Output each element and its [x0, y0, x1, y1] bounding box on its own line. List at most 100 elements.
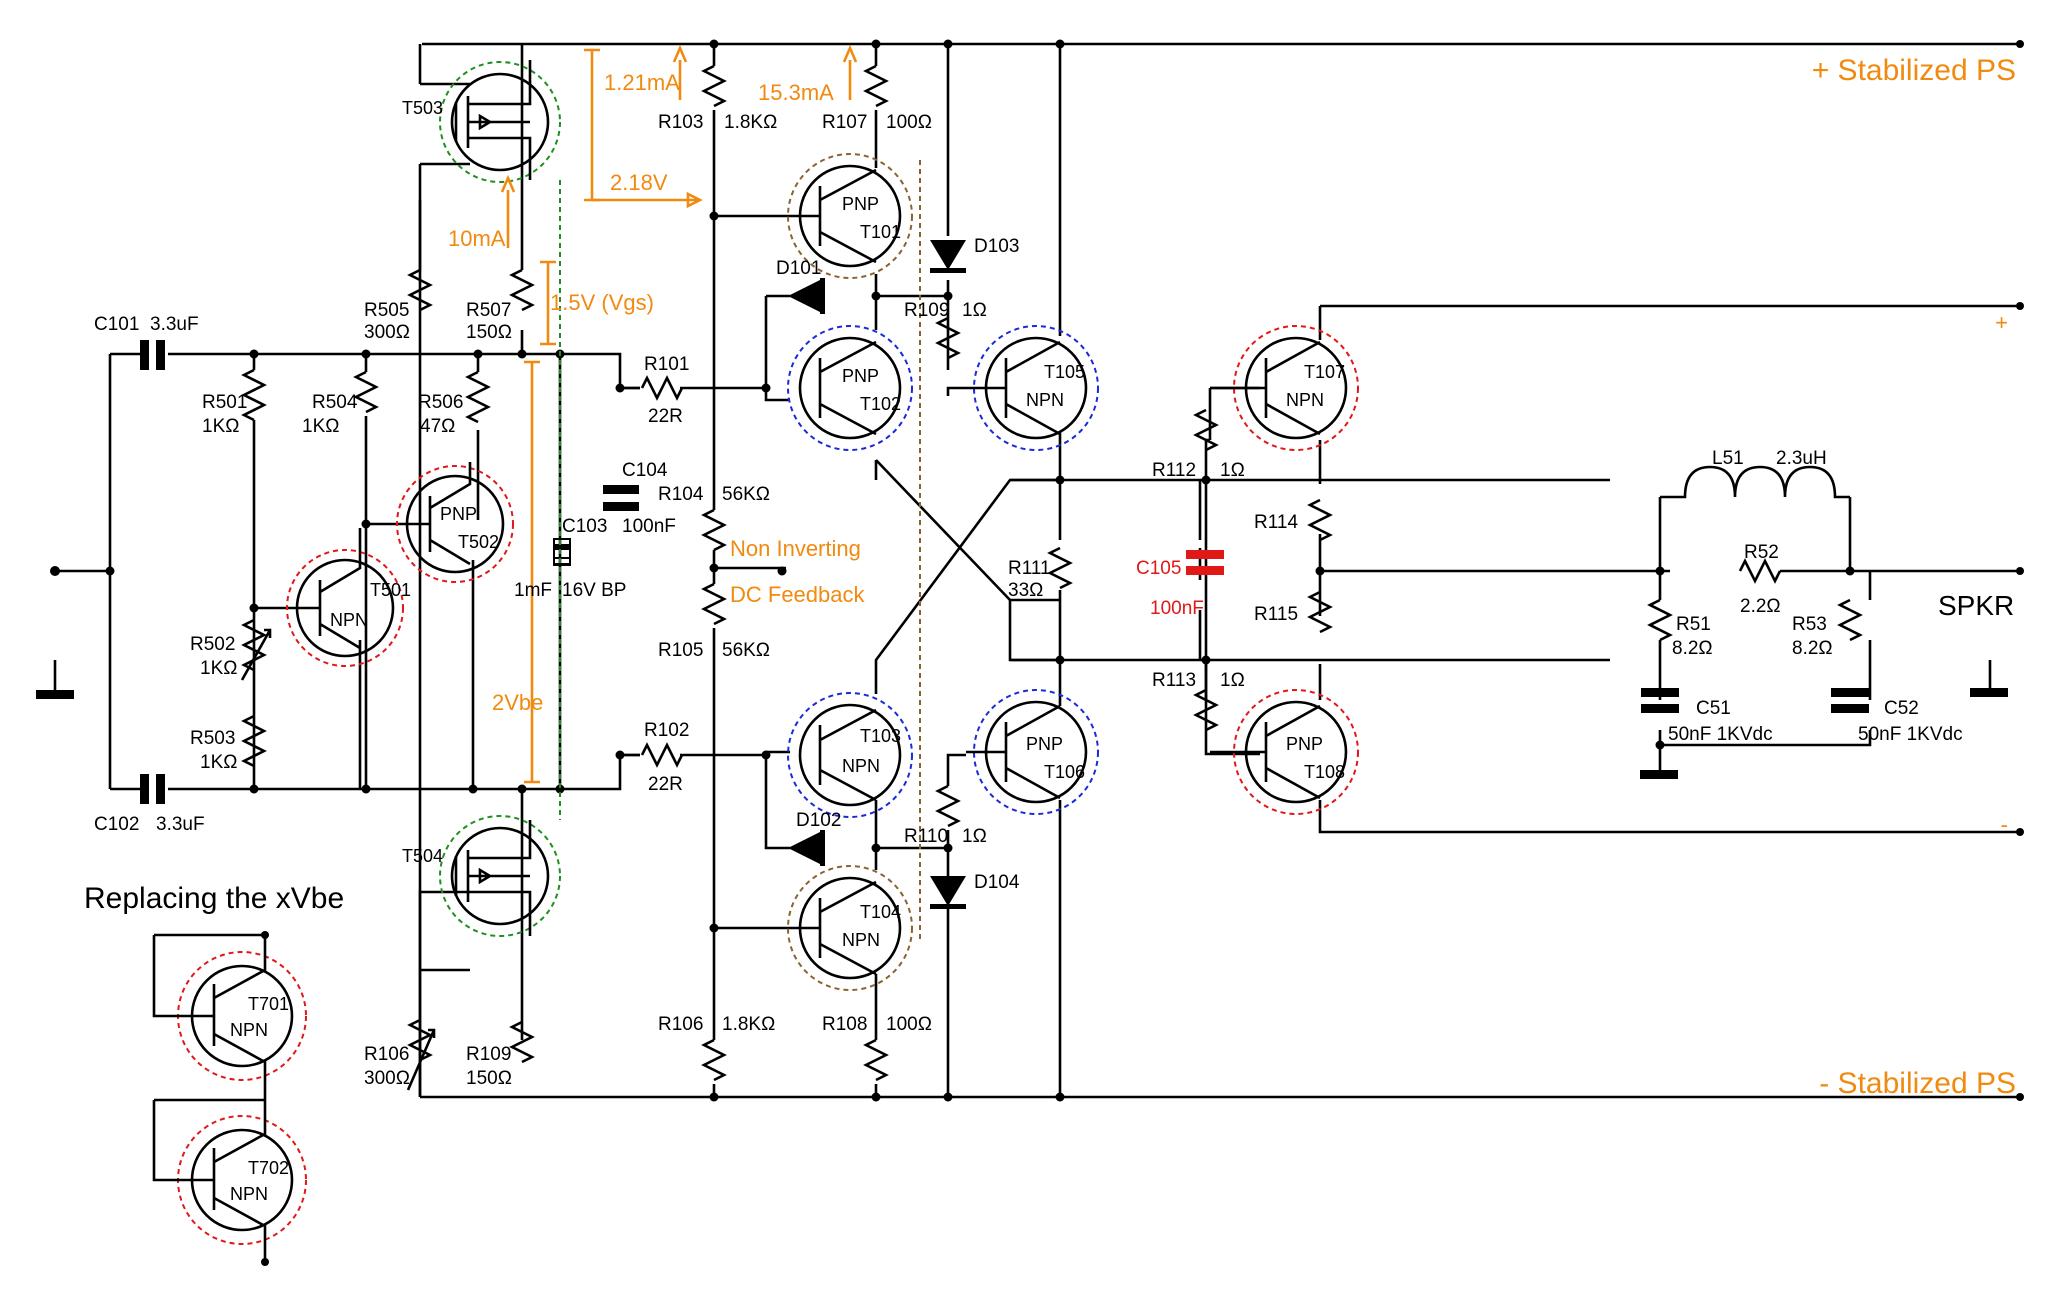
diodes	[788, 240, 966, 909]
positive-rail-label: + Stabilized PS	[1812, 54, 2016, 87]
svg-text:C104: C104	[622, 460, 668, 481]
transistor-t104	[787, 865, 913, 991]
svg-text:50nF 1KVdc: 50nF 1KVdc	[1668, 724, 1773, 745]
svg-text:C101: C101	[94, 314, 139, 335]
svg-text:T105: T105	[1044, 362, 1085, 382]
current-10ma: 10mA	[448, 226, 506, 251]
svg-text:22R: 22R	[648, 774, 683, 795]
transistor-t107	[1210, 325, 1359, 451]
transistor-t101	[787, 153, 913, 279]
svg-text:R103: R103	[658, 112, 703, 133]
svg-text:100nF: 100nF	[622, 516, 676, 537]
negative-rail-label: - Stabilized PS	[1819, 1067, 2016, 1100]
svg-text:NPN: NPN	[330, 610, 368, 630]
terminals	[50, 40, 2024, 1266]
svg-text:T501: T501	[370, 580, 411, 600]
annotation-arrows	[500, 44, 858, 784]
svg-text:R114: R114	[1254, 512, 1298, 533]
svg-text:T107: T107	[1304, 362, 1345, 382]
svg-text:C52: C52	[1884, 698, 1919, 719]
transistor-t503	[439, 60, 561, 183]
svg-text:R112: R112	[1152, 460, 1196, 481]
svg-text:R502: R502	[190, 634, 235, 655]
svg-text:T502: T502	[458, 532, 499, 552]
svg-text:T102: T102	[860, 394, 901, 414]
svg-text:1.8KΩ: 1.8KΩ	[724, 112, 777, 133]
svg-text:NPN: NPN	[842, 930, 880, 950]
svg-text:T101: T101	[860, 222, 901, 242]
svg-text:D104: D104	[974, 872, 1020, 893]
transistor-t502	[396, 462, 514, 583]
capacitors	[140, 340, 1869, 804]
svg-text:NPN: NPN	[1286, 390, 1324, 410]
svg-text:100Ω: 100Ω	[886, 1014, 932, 1035]
svg-text:1KΩ: 1KΩ	[200, 752, 237, 773]
svg-text:T104: T104	[860, 902, 901, 922]
svg-text:R501: R501	[202, 392, 247, 413]
svg-text:1Ω: 1Ω	[1220, 460, 1245, 481]
transistor-t501	[286, 528, 404, 667]
svg-text:C102: C102	[94, 814, 139, 835]
svg-text:T106: T106	[1044, 762, 1085, 782]
svg-text:R106: R106	[364, 1044, 409, 1065]
speaker-label: SPKR	[1938, 590, 2014, 621]
rail-labels: + Stabilized PS - Stabilized PS + - SPKR	[1812, 54, 2016, 1100]
svg-text:R101: R101	[644, 354, 689, 375]
replacing-label: Replacing the xVbe	[84, 882, 344, 915]
svg-text:2.2Ω: 2.2Ω	[1740, 596, 1781, 617]
svg-text:100Ω: 100Ω	[886, 112, 932, 133]
svg-text:C105: C105	[1136, 558, 1181, 579]
svg-text:PNP: PNP	[1026, 734, 1063, 754]
svg-text:D103: D103	[974, 236, 1019, 257]
svg-text:R503: R503	[190, 728, 235, 749]
svg-text:300Ω: 300Ω	[364, 1068, 410, 1089]
svg-text:NPN: NPN	[1026, 390, 1064, 410]
svg-text:PNP: PNP	[842, 366, 879, 386]
svg-text:50nF 1KVdc: 50nF 1KVdc	[1858, 724, 1963, 745]
out-minus-label: -	[2001, 812, 2008, 837]
transistor-t504	[439, 815, 561, 937]
dc-feedback-label: DC Feedback	[730, 582, 866, 607]
voltage-218: 2.18V	[610, 170, 668, 195]
transistors	[152, 60, 1359, 1262]
svg-text:R108: R108	[822, 1014, 867, 1035]
svg-text:PNP: PNP	[1286, 734, 1323, 754]
svg-text:R507: R507	[466, 300, 511, 321]
svg-text:16V BP: 16V BP	[562, 580, 626, 601]
svg-text:100nF: 100nF	[1150, 598, 1204, 619]
ground-symbols	[36, 660, 2008, 779]
transistor-t103	[787, 692, 913, 818]
annotation-labels: 1.21mA 15.3mA 2.18V 10mA 1.5V (Vgs) 2Vbe…	[84, 70, 866, 915]
svg-text:R51: R51	[1676, 614, 1711, 635]
svg-text:R53: R53	[1792, 614, 1827, 635]
svg-text:1KΩ: 1KΩ	[202, 416, 239, 437]
svg-text:R109: R109	[466, 1044, 511, 1065]
svg-text:8.2Ω: 8.2Ω	[1672, 638, 1713, 659]
svg-text:3.3uF: 3.3uF	[156, 814, 205, 835]
svg-text:300Ω: 300Ω	[364, 322, 410, 343]
svg-text:R115: R115	[1254, 604, 1298, 625]
svg-text:R52: R52	[1744, 542, 1779, 563]
svg-text:1mF: 1mF	[514, 580, 552, 601]
transistor-t106	[966, 689, 1099, 815]
resistors	[240, 64, 1863, 1091]
junctions	[105, 39, 1855, 1102]
svg-text:D102: D102	[796, 810, 841, 831]
svg-text:R106: R106	[658, 1014, 703, 1035]
svg-text:D101: D101	[776, 258, 821, 279]
svg-text:R506: R506	[418, 392, 463, 413]
svg-text:R102: R102	[644, 720, 689, 741]
svg-text:1.8KΩ: 1.8KΩ	[722, 1014, 775, 1035]
svg-text:R107: R107	[822, 112, 867, 133]
svg-text:R505: R505	[364, 300, 409, 321]
svg-text:1KΩ: 1KΩ	[302, 416, 339, 437]
current-r107: 15.3mA	[758, 80, 834, 105]
svg-text:PNP: PNP	[842, 194, 879, 214]
svg-text:C103: C103	[562, 516, 607, 537]
svg-text:T108: T108	[1304, 762, 1345, 782]
svg-text:R110: R110	[904, 826, 948, 847]
current-r103: 1.21mA	[604, 70, 680, 95]
svg-text:47Ω: 47Ω	[420, 416, 455, 437]
